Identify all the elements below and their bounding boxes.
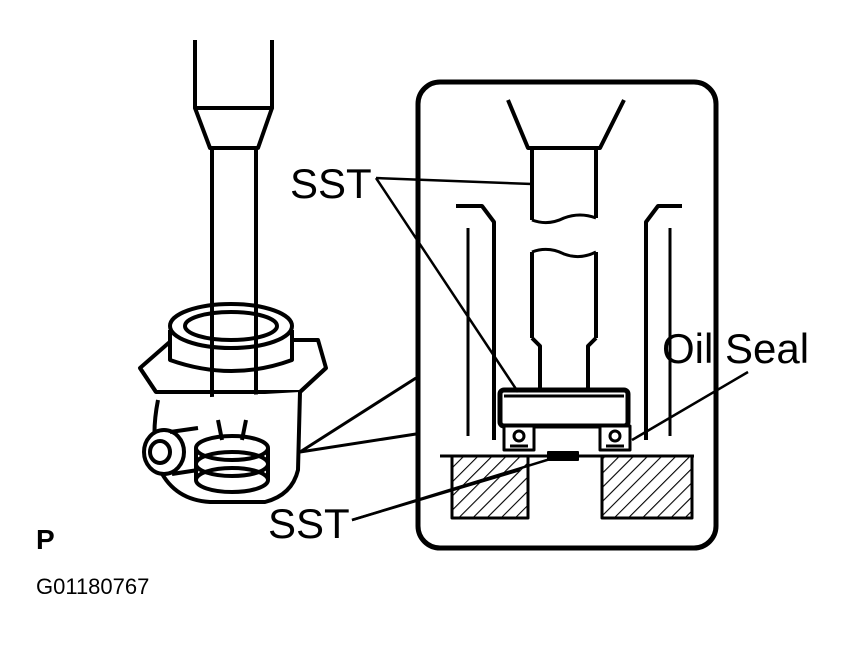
sst-label-bottom: SST [268,500,350,547]
sst-support-right [600,454,694,520]
view-letter: P [36,524,55,555]
sst-shaft-break-lower [531,247,597,259]
detail-callout-line-lower [299,432,417,454]
housing-flange-edge [138,366,328,394]
leader-sst-top-to-shaft [375,176,533,186]
label-leaders [351,176,749,522]
seal-drum-bottom [194,466,270,494]
press-taper [193,107,274,150]
sst-driver-plate [497,387,631,429]
sst-shaft-lower [530,252,598,338]
leader-sst-bottom-2 [351,454,561,522]
sst-press-head [506,99,626,150]
left-assembly [138,40,328,504]
housing-side-port-neck [169,426,199,476]
callout-leaders [299,376,417,454]
bore-wall-left [456,204,496,440]
oil-seal-label: Oil Seal [662,325,810,372]
press-tip [216,419,248,441]
oil-seal-right [598,424,632,452]
press-upper-body [193,40,274,110]
sst-label-top: SST [290,160,372,207]
leader-oil-seal [631,370,749,442]
sst-shaft-break-upper [531,213,597,225]
bore-wall-right [644,204,682,440]
housing-side-port-inner [148,439,172,465]
figure-code: G01180767 [36,574,150,599]
seal-drum-mid [194,450,270,478]
sst-shaft-neck [530,336,598,390]
housing-collar-inner [183,310,279,342]
oil-seal-left [502,424,536,452]
sst-center-pad [547,451,579,461]
detail-callout-line-upper [299,376,417,454]
leader-sst-top-to-plate [374,177,520,393]
detail-view [415,79,719,551]
